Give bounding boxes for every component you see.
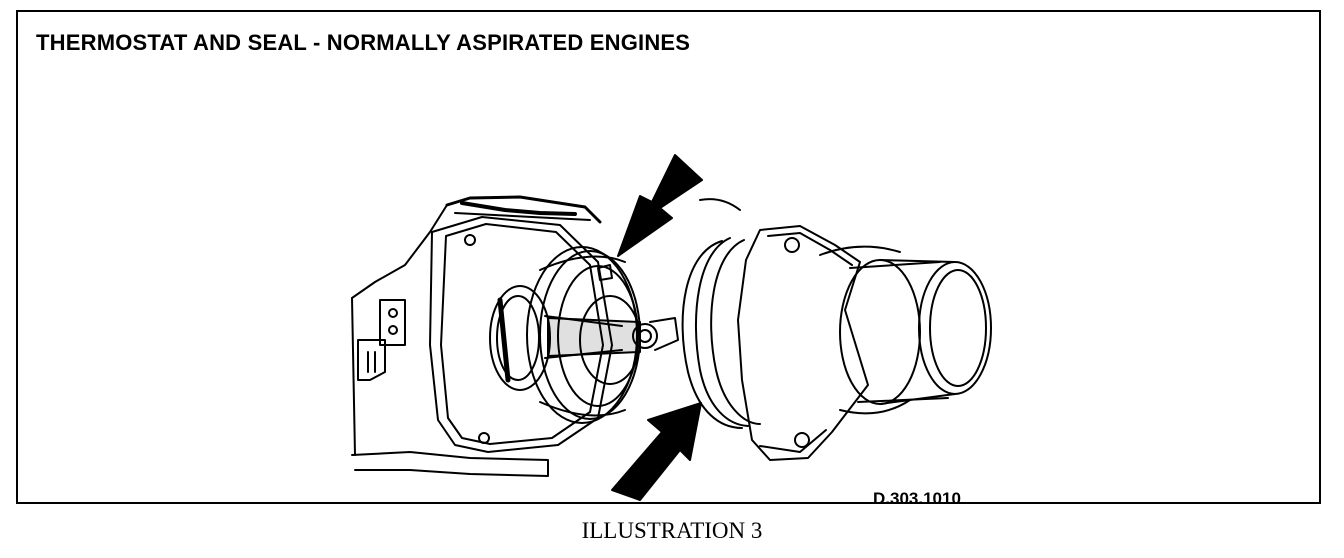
engine-housing — [351, 195, 613, 477]
reference-code: D.303.1010 — [873, 489, 961, 508]
thermostat-cover — [737, 225, 992, 461]
arrow-seal — [611, 402, 702, 501]
arrow-thermostat — [617, 154, 703, 257]
illustration-caption: ILLUSTRATION 3 — [581, 518, 763, 543]
thermostat — [526, 246, 679, 424]
seal — [681, 198, 761, 429]
figure-title: THERMOSTAT AND SEAL - NORMALLY ASPIRATED… — [36, 30, 691, 55]
callout-arrows — [611, 154, 703, 501]
